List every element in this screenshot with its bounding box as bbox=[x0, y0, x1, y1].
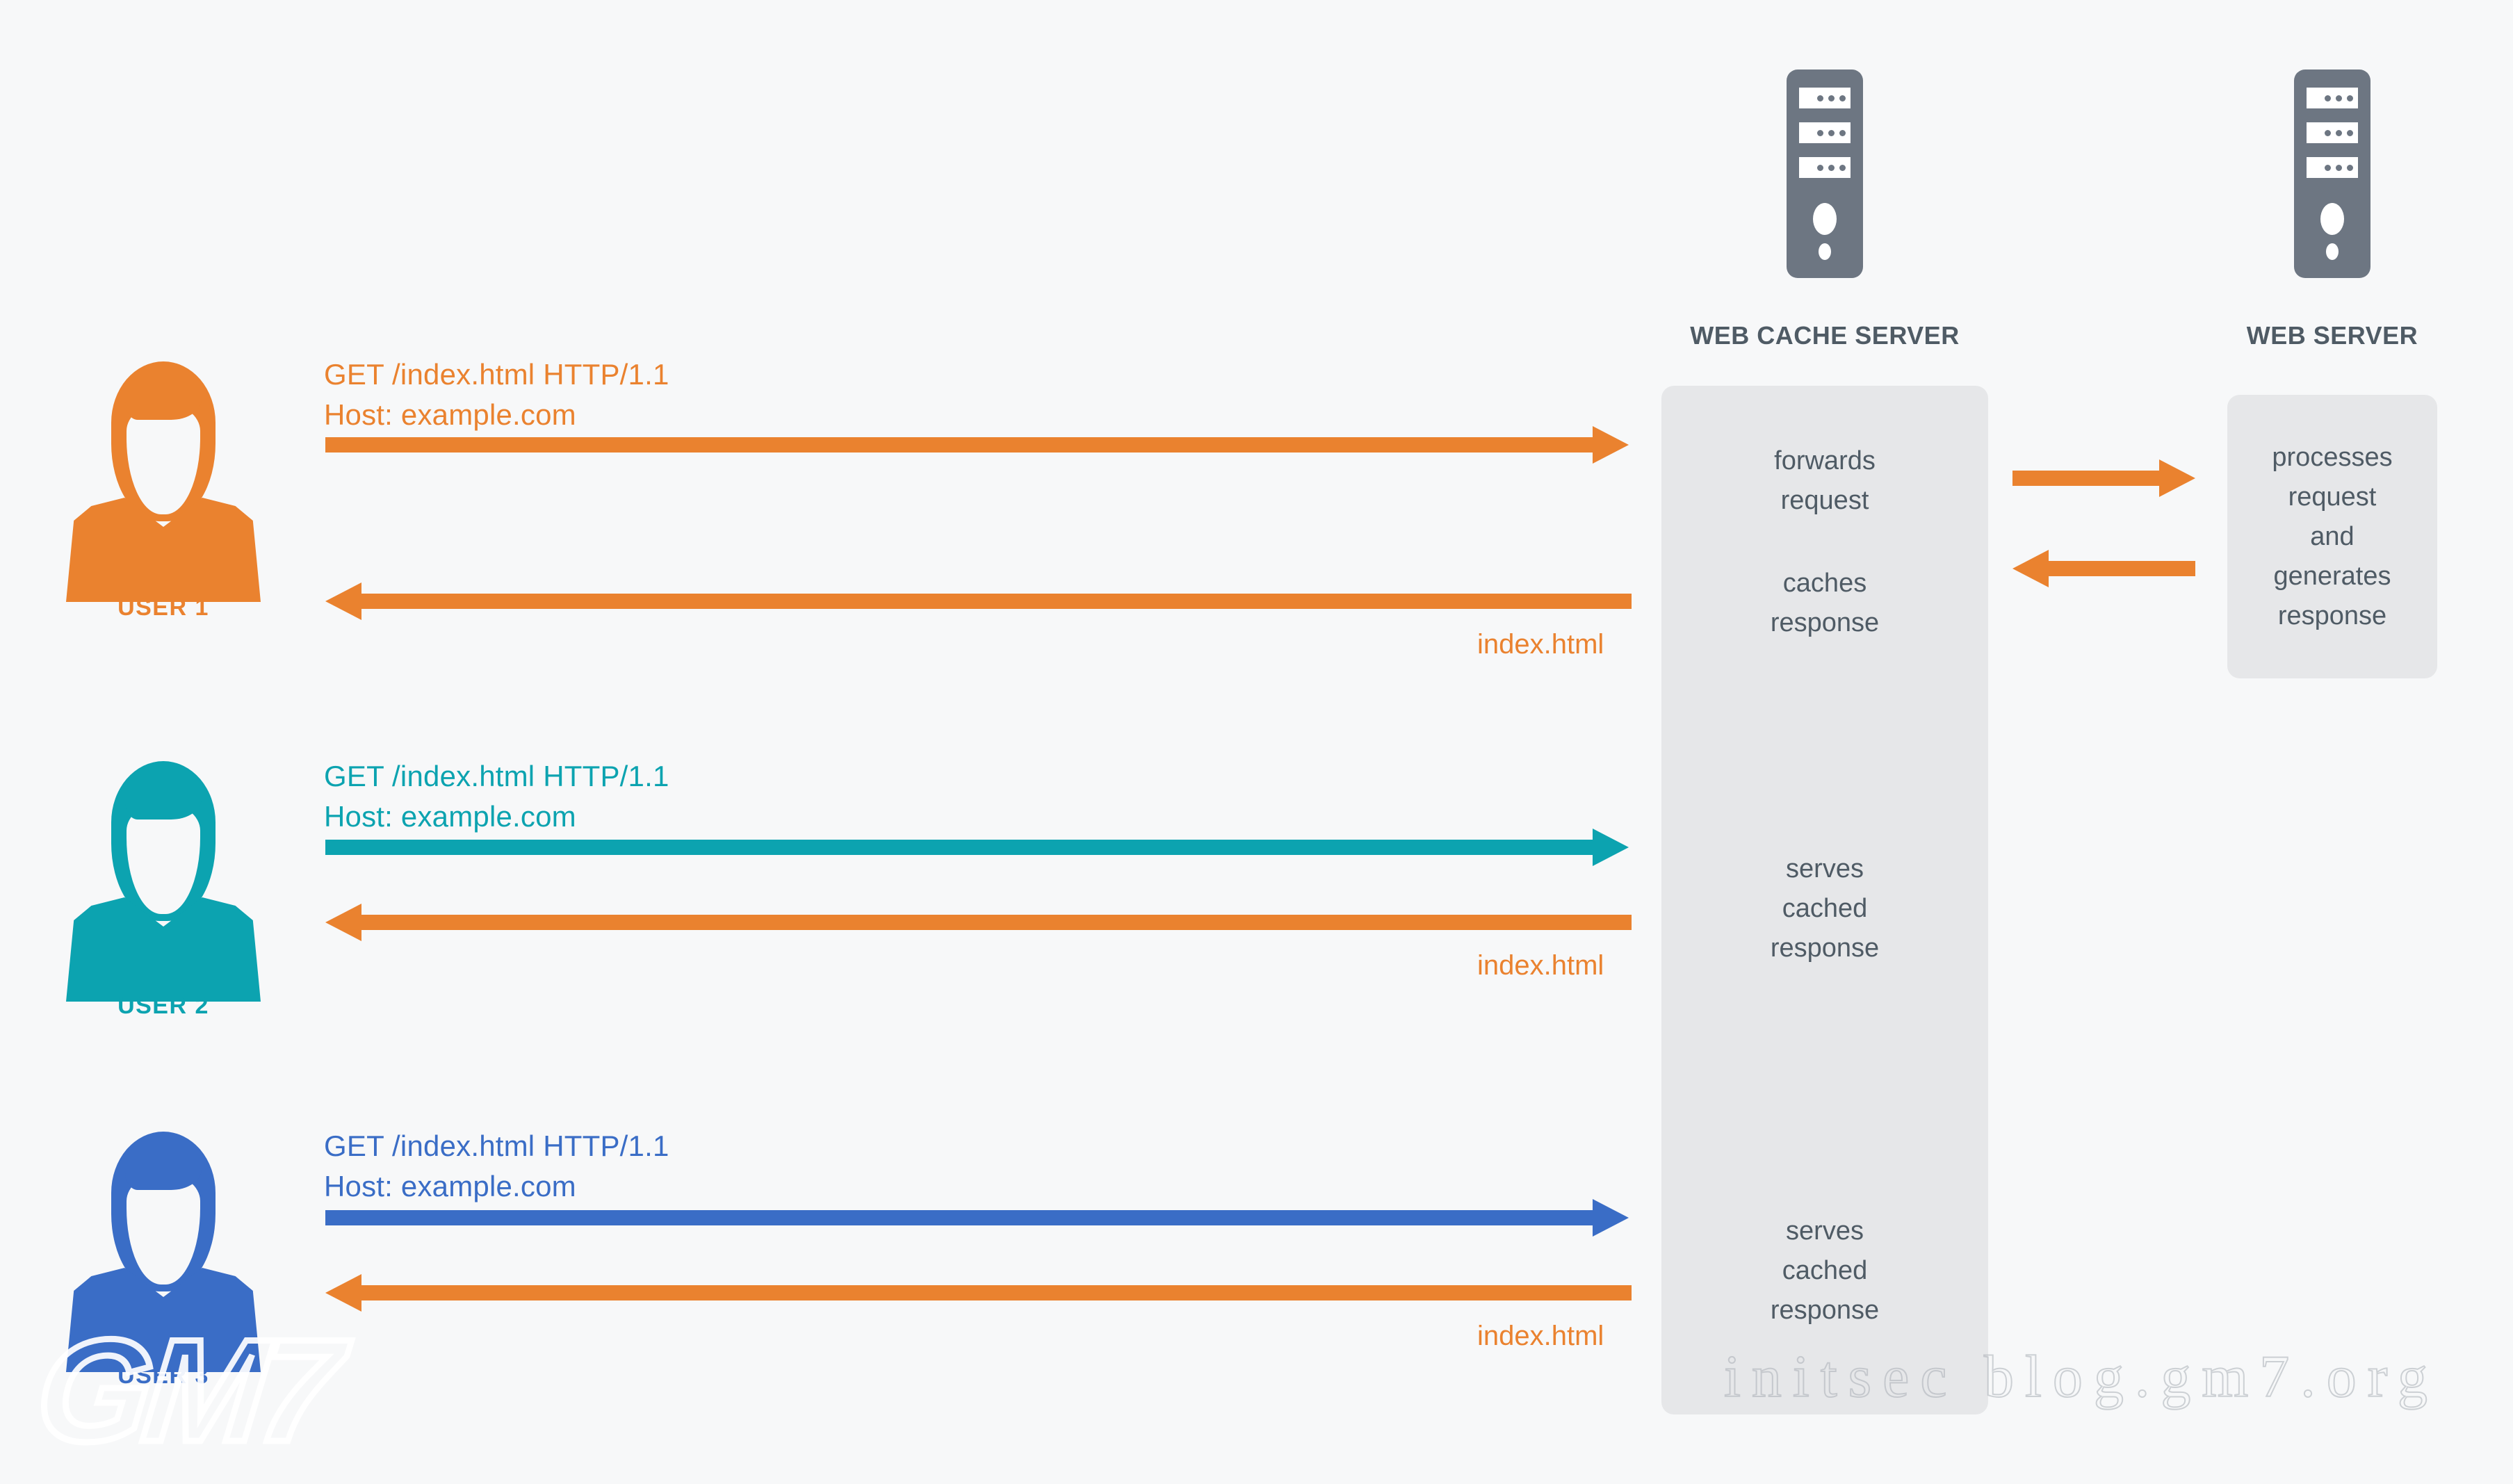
arrow-server-to-cache-response bbox=[2012, 550, 2195, 587]
web-server-panel: processes request and generates response bbox=[2227, 395, 2437, 678]
web-cache-server-caption: WEB CACHE SERVER bbox=[1690, 321, 1960, 350]
user-2-avatar bbox=[66, 761, 261, 1011]
avatar-fringe bbox=[125, 1165, 202, 1190]
arrow-head-icon bbox=[1593, 1199, 1629, 1237]
user-1-request-text: GET /index.html HTTP/1.1 Host: example.c… bbox=[324, 358, 669, 431]
arrow-head-icon bbox=[2159, 459, 2195, 497]
cache-note-forwards-request: forwards request bbox=[1774, 446, 1876, 515]
arrow-cache-to-server-request bbox=[2012, 459, 2195, 497]
arrow-head-icon bbox=[325, 904, 361, 941]
user-3-label: USER 3 bbox=[117, 1362, 209, 1389]
web-server-icon bbox=[2294, 70, 2370, 278]
user-3-avatar bbox=[66, 1132, 261, 1382]
user-3-response-arrow bbox=[325, 1274, 1632, 1312]
server-status-indicator-icon bbox=[2326, 243, 2339, 260]
user-2-label: USER 2 bbox=[117, 993, 209, 1019]
user-2-request-text: GET /index.html HTTP/1.1 Host: example.c… bbox=[324, 760, 669, 833]
user-2-response-arrow bbox=[325, 904, 1632, 941]
arrow-shaft bbox=[2012, 471, 2159, 486]
server-drive-slot bbox=[2307, 122, 2358, 143]
cache-note-serves-cached-response-1: serves cached response bbox=[1770, 854, 1880, 963]
arrow-head-icon bbox=[1593, 426, 1629, 464]
arrow-shaft bbox=[325, 1210, 1593, 1225]
user-3-request-arrow bbox=[325, 1199, 1629, 1237]
arrow-head-icon bbox=[325, 582, 361, 620]
server-status-indicator-icon bbox=[1819, 243, 1831, 260]
server-drive-slot bbox=[1799, 88, 1851, 108]
web-cache-server-icon bbox=[1787, 70, 1863, 278]
user-1-response-arrow bbox=[325, 582, 1632, 620]
arrow-shaft bbox=[361, 594, 1632, 609]
cache-note-caches-response: caches response bbox=[1770, 569, 1880, 637]
server-power-indicator-icon bbox=[2320, 203, 2344, 235]
user-2-response-label: index.html bbox=[1477, 950, 1604, 981]
arrow-shaft bbox=[361, 915, 1632, 930]
user-3-request-text: GET /index.html HTTP/1.1 Host: example.c… bbox=[324, 1130, 669, 1202]
avatar-face bbox=[127, 803, 200, 914]
arrow-shaft bbox=[325, 840, 1593, 855]
user-3-response-label: index.html bbox=[1477, 1321, 1604, 1351]
server-drive-slot bbox=[2307, 157, 2358, 178]
avatar-face bbox=[127, 403, 200, 514]
avatar-fringe bbox=[125, 395, 202, 420]
server-drive-slot bbox=[2307, 88, 2358, 108]
web-server-caption: WEB SERVER bbox=[2246, 321, 2418, 350]
web-server-note: processes request and generates response bbox=[2272, 442, 2393, 630]
server-drive-slot bbox=[1799, 157, 1851, 178]
arrow-head-icon bbox=[325, 1274, 361, 1312]
avatar-face bbox=[127, 1173, 200, 1285]
arrow-head-icon bbox=[1593, 829, 1629, 866]
server-power-indicator-icon bbox=[1813, 203, 1837, 235]
arrow-head-icon bbox=[2012, 550, 2049, 587]
arrow-shaft bbox=[361, 1285, 1632, 1300]
cache-note-serves-cached-response-2: serves cached response bbox=[1770, 1216, 1880, 1325]
avatar-fringe bbox=[125, 794, 202, 820]
user-1-avatar bbox=[66, 361, 261, 612]
user-1-request-arrow bbox=[325, 426, 1629, 464]
user-1-response-label: index.html bbox=[1477, 629, 1604, 660]
user-1-label: USER 1 bbox=[117, 594, 209, 621]
web-cache-server-panel: forwards request caches response serves … bbox=[1661, 386, 1988, 1414]
user-2-request-arrow bbox=[325, 829, 1629, 866]
arrow-shaft bbox=[325, 437, 1593, 452]
server-drive-slot bbox=[1799, 122, 1851, 143]
arrow-shaft bbox=[2049, 561, 2195, 576]
